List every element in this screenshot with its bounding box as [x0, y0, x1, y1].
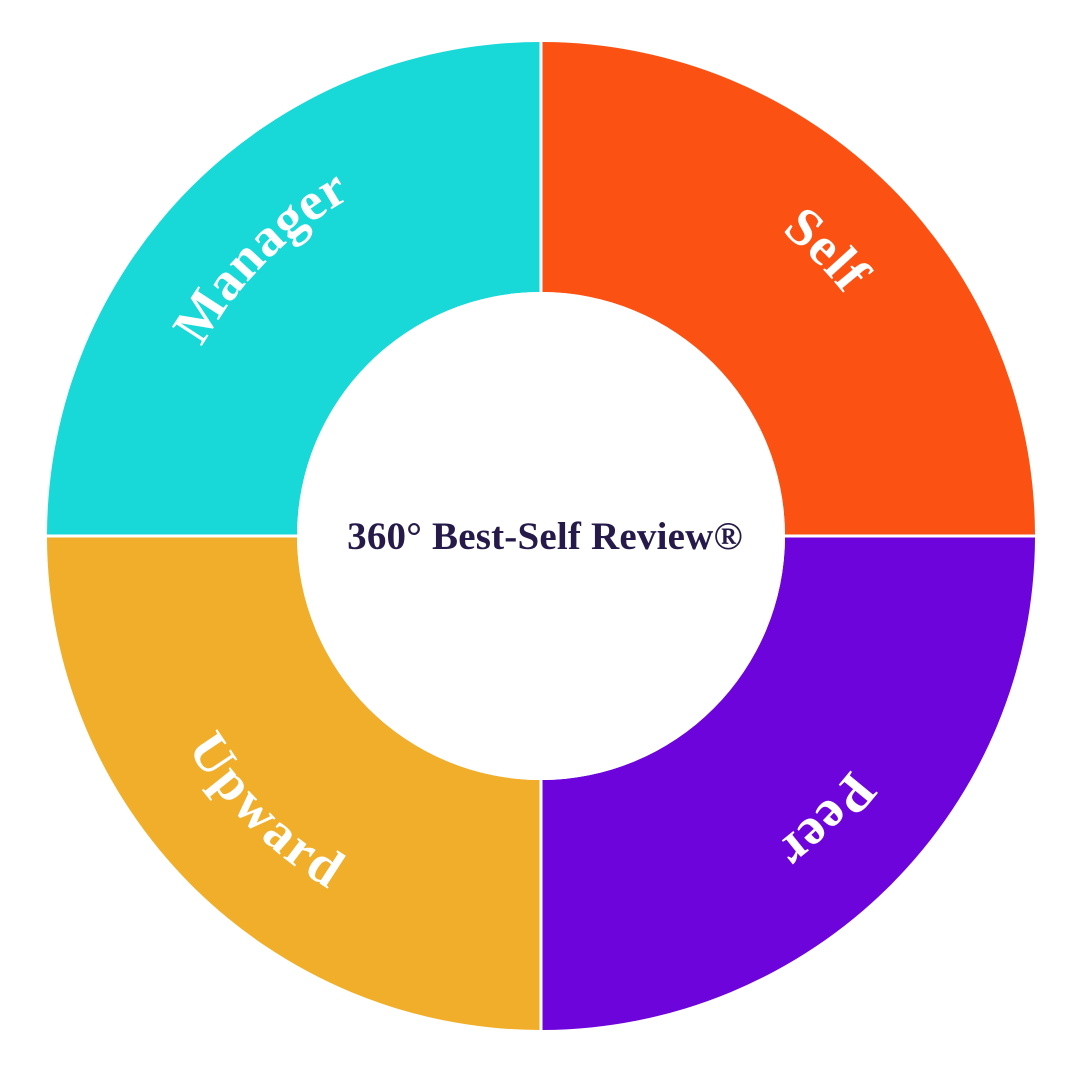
segment-manager[interactable]: Manager — [47, 42, 540, 535]
segment-peer-arc[interactable] — [542, 537, 1036, 1031]
center-title: 360° Best-Self Review® — [347, 515, 743, 558]
segment-upward-arc[interactable] — [47, 537, 540, 1031]
donut-center-hole — [297, 292, 785, 780]
segment-upward[interactable]: Upward — [47, 537, 540, 1031]
segment-self-arc[interactable] — [542, 42, 1036, 535]
segment-manager-arc[interactable] — [47, 42, 540, 535]
segment-self[interactable]: Self — [542, 42, 1036, 535]
segment-peer[interactable]: Peer — [542, 537, 1036, 1031]
